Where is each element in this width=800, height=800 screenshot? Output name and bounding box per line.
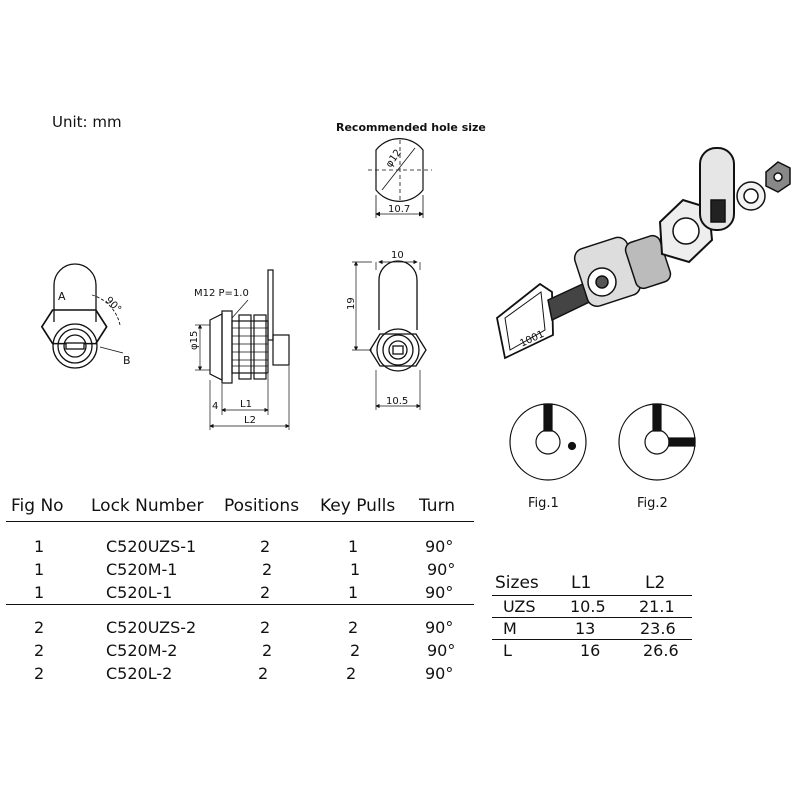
col-l2: L2 [645,573,666,593]
cell-fig: 2 [34,618,45,637]
col-key-pulls: Key Pulls [320,496,396,516]
end-height-label: 19 [346,297,357,310]
col-turn: Turn [419,496,456,516]
cell-size: UZS [503,597,536,616]
position-a-label: A [58,290,66,303]
col-positions: Positions [224,496,300,516]
cell-key-pulls: 2 [348,618,359,637]
exploded-illustration [496,147,791,360]
cell-turn: 90° [425,618,454,637]
l2-label: L2 [244,415,256,426]
position-b-label: B [123,354,131,367]
angle-label: 90° [103,295,123,315]
fig1-diagram [509,403,587,481]
cell-lock-number: C520UZS-1 [106,537,197,556]
cell-key-pulls: 1 [350,560,361,579]
cell-l2: 23.6 [640,619,676,638]
cell-size: M [503,619,517,638]
cell-positions: 2 [262,560,273,579]
cell-fig: 2 [34,641,45,660]
cell-lock-number: C520L-1 [106,583,173,602]
unit-label: Unit: mm [52,113,122,131]
cell-turn: 90° [427,641,456,660]
cell-key-pulls: 2 [346,664,357,683]
col-sizes: Sizes [495,573,539,593]
l1-label: L1 [240,399,252,410]
end-bottom-label: 10.5 [386,396,408,407]
hole-title: Recommended hole size [336,121,486,134]
side-view [195,269,290,430]
front-view [40,263,124,369]
col-l1: L1 [571,573,592,593]
cell-positions: 2 [260,583,271,602]
cell-fig: 1 [34,537,45,556]
sizes-row-rule [492,617,692,618]
cell-lock-number: C520L-2 [106,664,173,683]
fig1-label: Fig.1 [528,496,559,511]
cell-fig: 1 [34,583,45,602]
cell-positions: 2 [262,641,273,660]
table-header-rule [6,521,474,522]
sizes-header-rule [492,595,692,596]
cell-key-pulls: 1 [348,537,359,556]
cell-positions: 2 [260,537,271,556]
end-width-label: 10 [391,250,404,261]
flange-4-label: 4 [212,401,218,412]
cell-lock-number: C520M-1 [106,560,178,579]
cell-turn: 90° [427,560,456,579]
cell-positions: 2 [258,664,269,683]
cell-turn: 90° [425,537,454,556]
cell-lock-number: C520UZS-2 [106,618,197,637]
col-fig-no: Fig No [11,496,64,516]
cell-lock-number: C520M-2 [106,641,178,660]
cell-turn: 90° [425,664,454,683]
cell-l1: 13 [575,619,596,638]
sizes-row-rule [492,639,692,640]
hole-width-label: 10.7 [388,204,410,215]
table-group-rule [6,604,474,605]
cell-l1: 16 [580,641,601,660]
cell-l2: 21.1 [639,597,675,616]
fig2-label: Fig.2 [637,496,668,511]
end-view [352,259,427,410]
thread-label: M12 P=1.0 [194,288,249,299]
cell-fig: 1 [34,560,45,579]
col-lock-number: Lock Number [91,496,204,516]
hole-diagram [368,138,432,218]
cell-fig: 2 [34,664,45,683]
cell-size: L [503,641,512,660]
diameter-15-label: φ15 [189,331,200,350]
cell-positions: 2 [260,618,271,637]
cell-l1: 10.5 [570,597,606,616]
cell-key-pulls: 1 [348,583,359,602]
cell-turn: 90° [425,583,454,602]
fig2-diagram [618,403,696,481]
cell-l2: 26.6 [643,641,679,660]
cell-key-pulls: 2 [350,641,361,660]
